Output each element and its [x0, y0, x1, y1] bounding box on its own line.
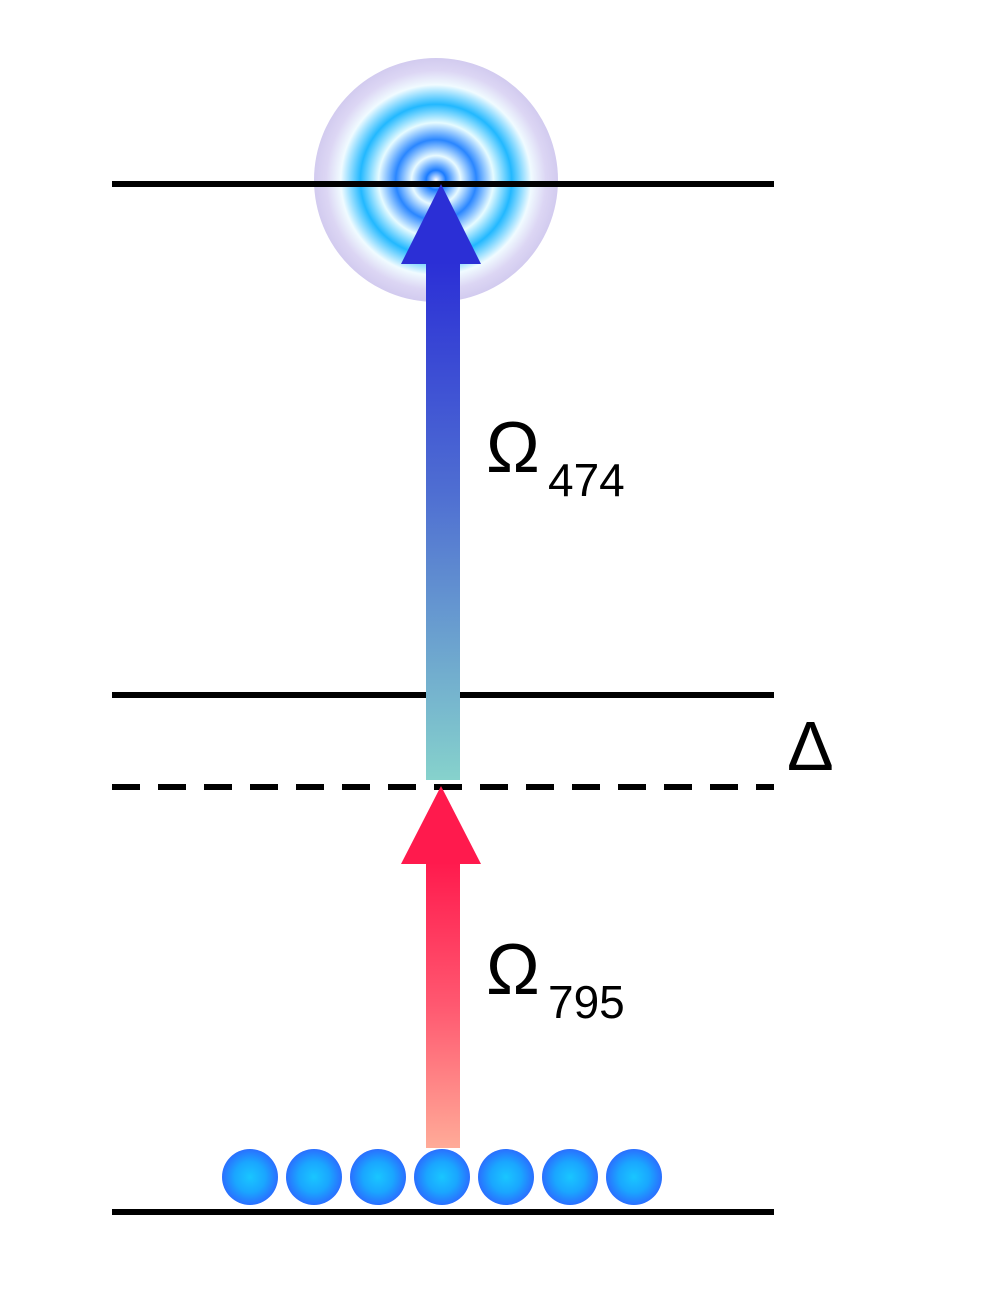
lower-transition-arrow — [401, 786, 481, 1148]
detuning-label: Δ — [787, 707, 834, 785]
atom — [478, 1149, 534, 1205]
lower-rabi-subscript: 795 — [548, 976, 625, 1028]
atom — [350, 1149, 406, 1205]
atom — [222, 1149, 278, 1205]
atom — [286, 1149, 342, 1205]
rydberg-excitation-blob — [314, 58, 558, 302]
upper-rabi-subscript: 474 — [548, 454, 625, 506]
atom — [606, 1149, 662, 1205]
ground-state-atoms — [222, 1149, 662, 1205]
lower-rabi-symbol: Ω — [486, 930, 540, 1010]
upper-rabi-symbol: Ω — [486, 408, 540, 488]
atom — [542, 1149, 598, 1205]
atom — [414, 1149, 470, 1205]
upper-transition-arrow — [401, 184, 481, 780]
